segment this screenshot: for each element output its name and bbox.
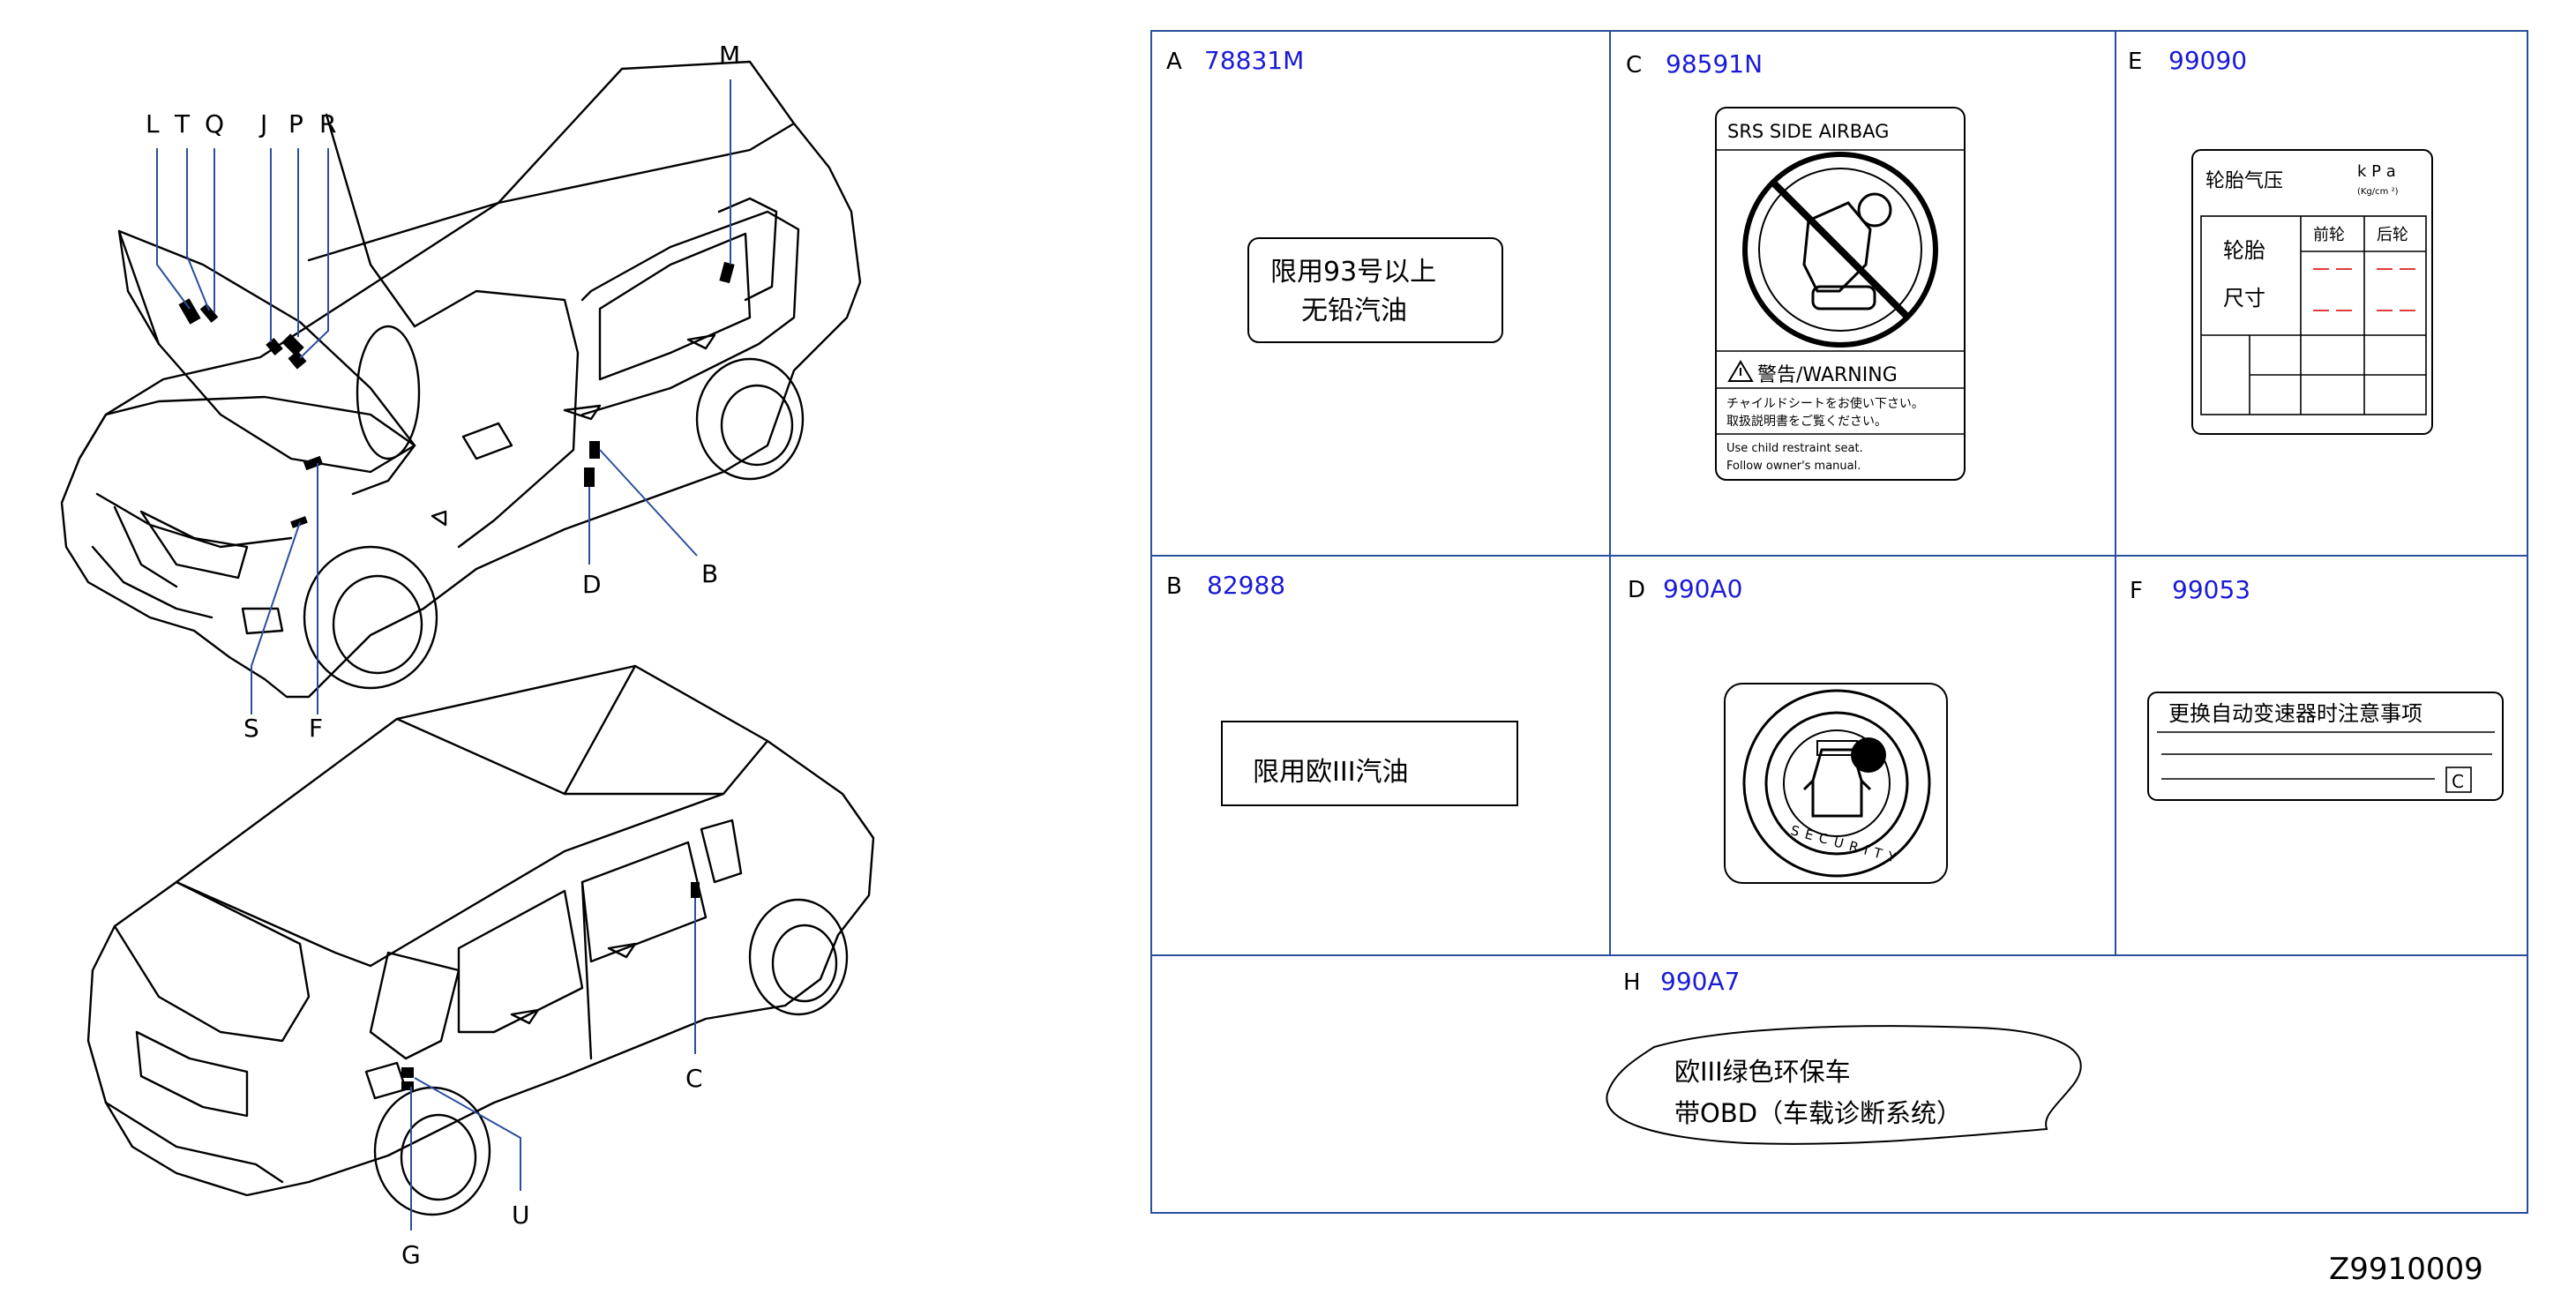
label-H-line2: 带OBD（车载诊断系统） xyxy=(1674,1098,1962,1128)
label-E-row2: 尺寸 xyxy=(2223,286,2265,310)
callout-L: L xyxy=(146,109,160,138)
cell-A-letter: A xyxy=(1166,49,1182,75)
callout-U: U xyxy=(512,1201,530,1230)
cell-E-part-number: 99090 xyxy=(2168,46,2247,75)
label-patch-R xyxy=(288,350,307,370)
label-D-plate xyxy=(1724,683,1948,884)
vehicle-bottom-drawing xyxy=(86,664,875,1230)
cell-D: D 990A0 SECURITY xyxy=(1628,574,1948,884)
cell-F-letter: F xyxy=(2130,578,2143,604)
security-icon xyxy=(1742,689,1931,878)
label-C-plate xyxy=(1715,107,1966,481)
diagram-id: Z9910009 xyxy=(2329,1252,2483,1287)
callout-P: P xyxy=(288,109,303,138)
label-C-jp2: 取扱説明書をご覧ください。 xyxy=(1726,414,1887,429)
label-A-plate xyxy=(1247,237,1503,343)
label-patch-P xyxy=(281,333,304,356)
label-patch-D xyxy=(584,468,595,487)
cell-B-part-number: 82988 xyxy=(1207,571,1285,600)
label-E-title: 轮胎气压 xyxy=(2205,170,2283,192)
callout-F: F xyxy=(309,714,323,743)
vehicle-top-drawing xyxy=(60,60,862,714)
label-patch-F xyxy=(303,455,324,471)
cell-H: H 990A7 欧III绿色环保车 带OBD（车载诊断系统） xyxy=(1606,967,2082,1145)
label-patch-U xyxy=(401,1081,414,1090)
label-B-line1: 限用欧III汽油 xyxy=(1253,757,1409,788)
label-E-row1: 轮胎 xyxy=(2223,238,2265,263)
label-E-plate xyxy=(2191,149,2433,435)
label-C-warning: 警告/WARNING xyxy=(1757,364,1898,386)
bottom-callouts: C G U xyxy=(401,1064,703,1269)
cell-D-letter: D xyxy=(1628,577,1645,603)
cell-F-part-number: 99053 xyxy=(2172,575,2250,604)
cell-E-letter: E xyxy=(2128,49,2142,75)
callout-S: S xyxy=(243,714,259,743)
label-C-jp1: チャイルドシートをお使い下さい。 xyxy=(1726,396,1924,411)
warning-triangle-icon xyxy=(1727,360,1754,382)
callout-D: D xyxy=(582,570,602,599)
label-patch-M xyxy=(719,261,735,284)
label-E-units-sub: (Kg/cm ²) xyxy=(2357,187,2399,197)
label-E-front: 前轮 xyxy=(2313,226,2345,244)
cell-E: E 99090 轮胎气压 k P a (Kg/cm ²) 前轮 后轮 轮胎 尺寸 xyxy=(2128,46,2433,435)
callout-Q: Q xyxy=(205,109,224,138)
label-table xyxy=(1150,30,2528,1214)
callout-B: B xyxy=(701,559,718,588)
cell-B-letter: B xyxy=(1166,573,1182,600)
label-H-plate xyxy=(1606,1025,2082,1145)
cell-C-letter: C xyxy=(1626,52,1642,79)
label-C-en1: Use child restraint seat. xyxy=(1726,442,1863,455)
label-patch-T xyxy=(199,303,219,323)
callout-C: C xyxy=(685,1064,703,1093)
cell-H-letter: H xyxy=(1623,969,1641,996)
top-callouts: L T Q J P R M D B S F xyxy=(146,41,740,743)
cell-D-part-number: 990A0 xyxy=(1663,574,1742,603)
label-C-heading: SRS SIDE AIRBAG xyxy=(1727,121,1889,142)
label-C-en2: Follow owner's manual. xyxy=(1726,460,1861,473)
label-E-rear: 后轮 xyxy=(2377,226,2408,244)
callout-T: T xyxy=(174,109,191,138)
cell-B: B 82988 限用欧III汽油 xyxy=(1166,571,1518,806)
no-child-seat-icon xyxy=(1742,152,1938,348)
cell-C-part-number: 98591N xyxy=(1666,49,1763,79)
label-F-mark: C xyxy=(2452,771,2464,792)
cell-C: C 98591N SRS SIDE AIRBAG 警告/WARNING チャイル… xyxy=(1626,49,1966,481)
callout-R: R xyxy=(319,109,336,138)
label-patch-B xyxy=(589,441,600,459)
label-patch-C xyxy=(691,882,700,898)
label-A-line1: 限用93号以上 xyxy=(1270,257,1436,288)
label-B-plate xyxy=(1221,721,1518,806)
label-patch-J xyxy=(266,338,283,355)
label-F-plate xyxy=(2147,692,2504,801)
cell-H-part-number: 990A7 xyxy=(1660,967,1740,996)
label-H-line1: 欧III绿色环保车 xyxy=(1674,1057,1851,1087)
callout-M: M xyxy=(719,41,740,70)
cell-A: A 78831M 限用93号以上 无铅汽油 xyxy=(1166,46,1503,343)
label-A-line2: 无铅汽油 xyxy=(1301,295,1407,326)
cell-F: F 99053 更换自动变速器时注意事项 C xyxy=(2130,575,2504,801)
cell-A-part-number: 78831M xyxy=(1204,46,1304,75)
label-F-title: 更换自动变速器时注意事项 xyxy=(2168,701,2422,726)
label-E-units: k P a xyxy=(2357,162,2396,181)
label-patch-L xyxy=(178,298,201,325)
callout-J: J xyxy=(258,109,267,138)
label-patch-G xyxy=(401,1067,414,1078)
callout-G: G xyxy=(401,1240,421,1269)
